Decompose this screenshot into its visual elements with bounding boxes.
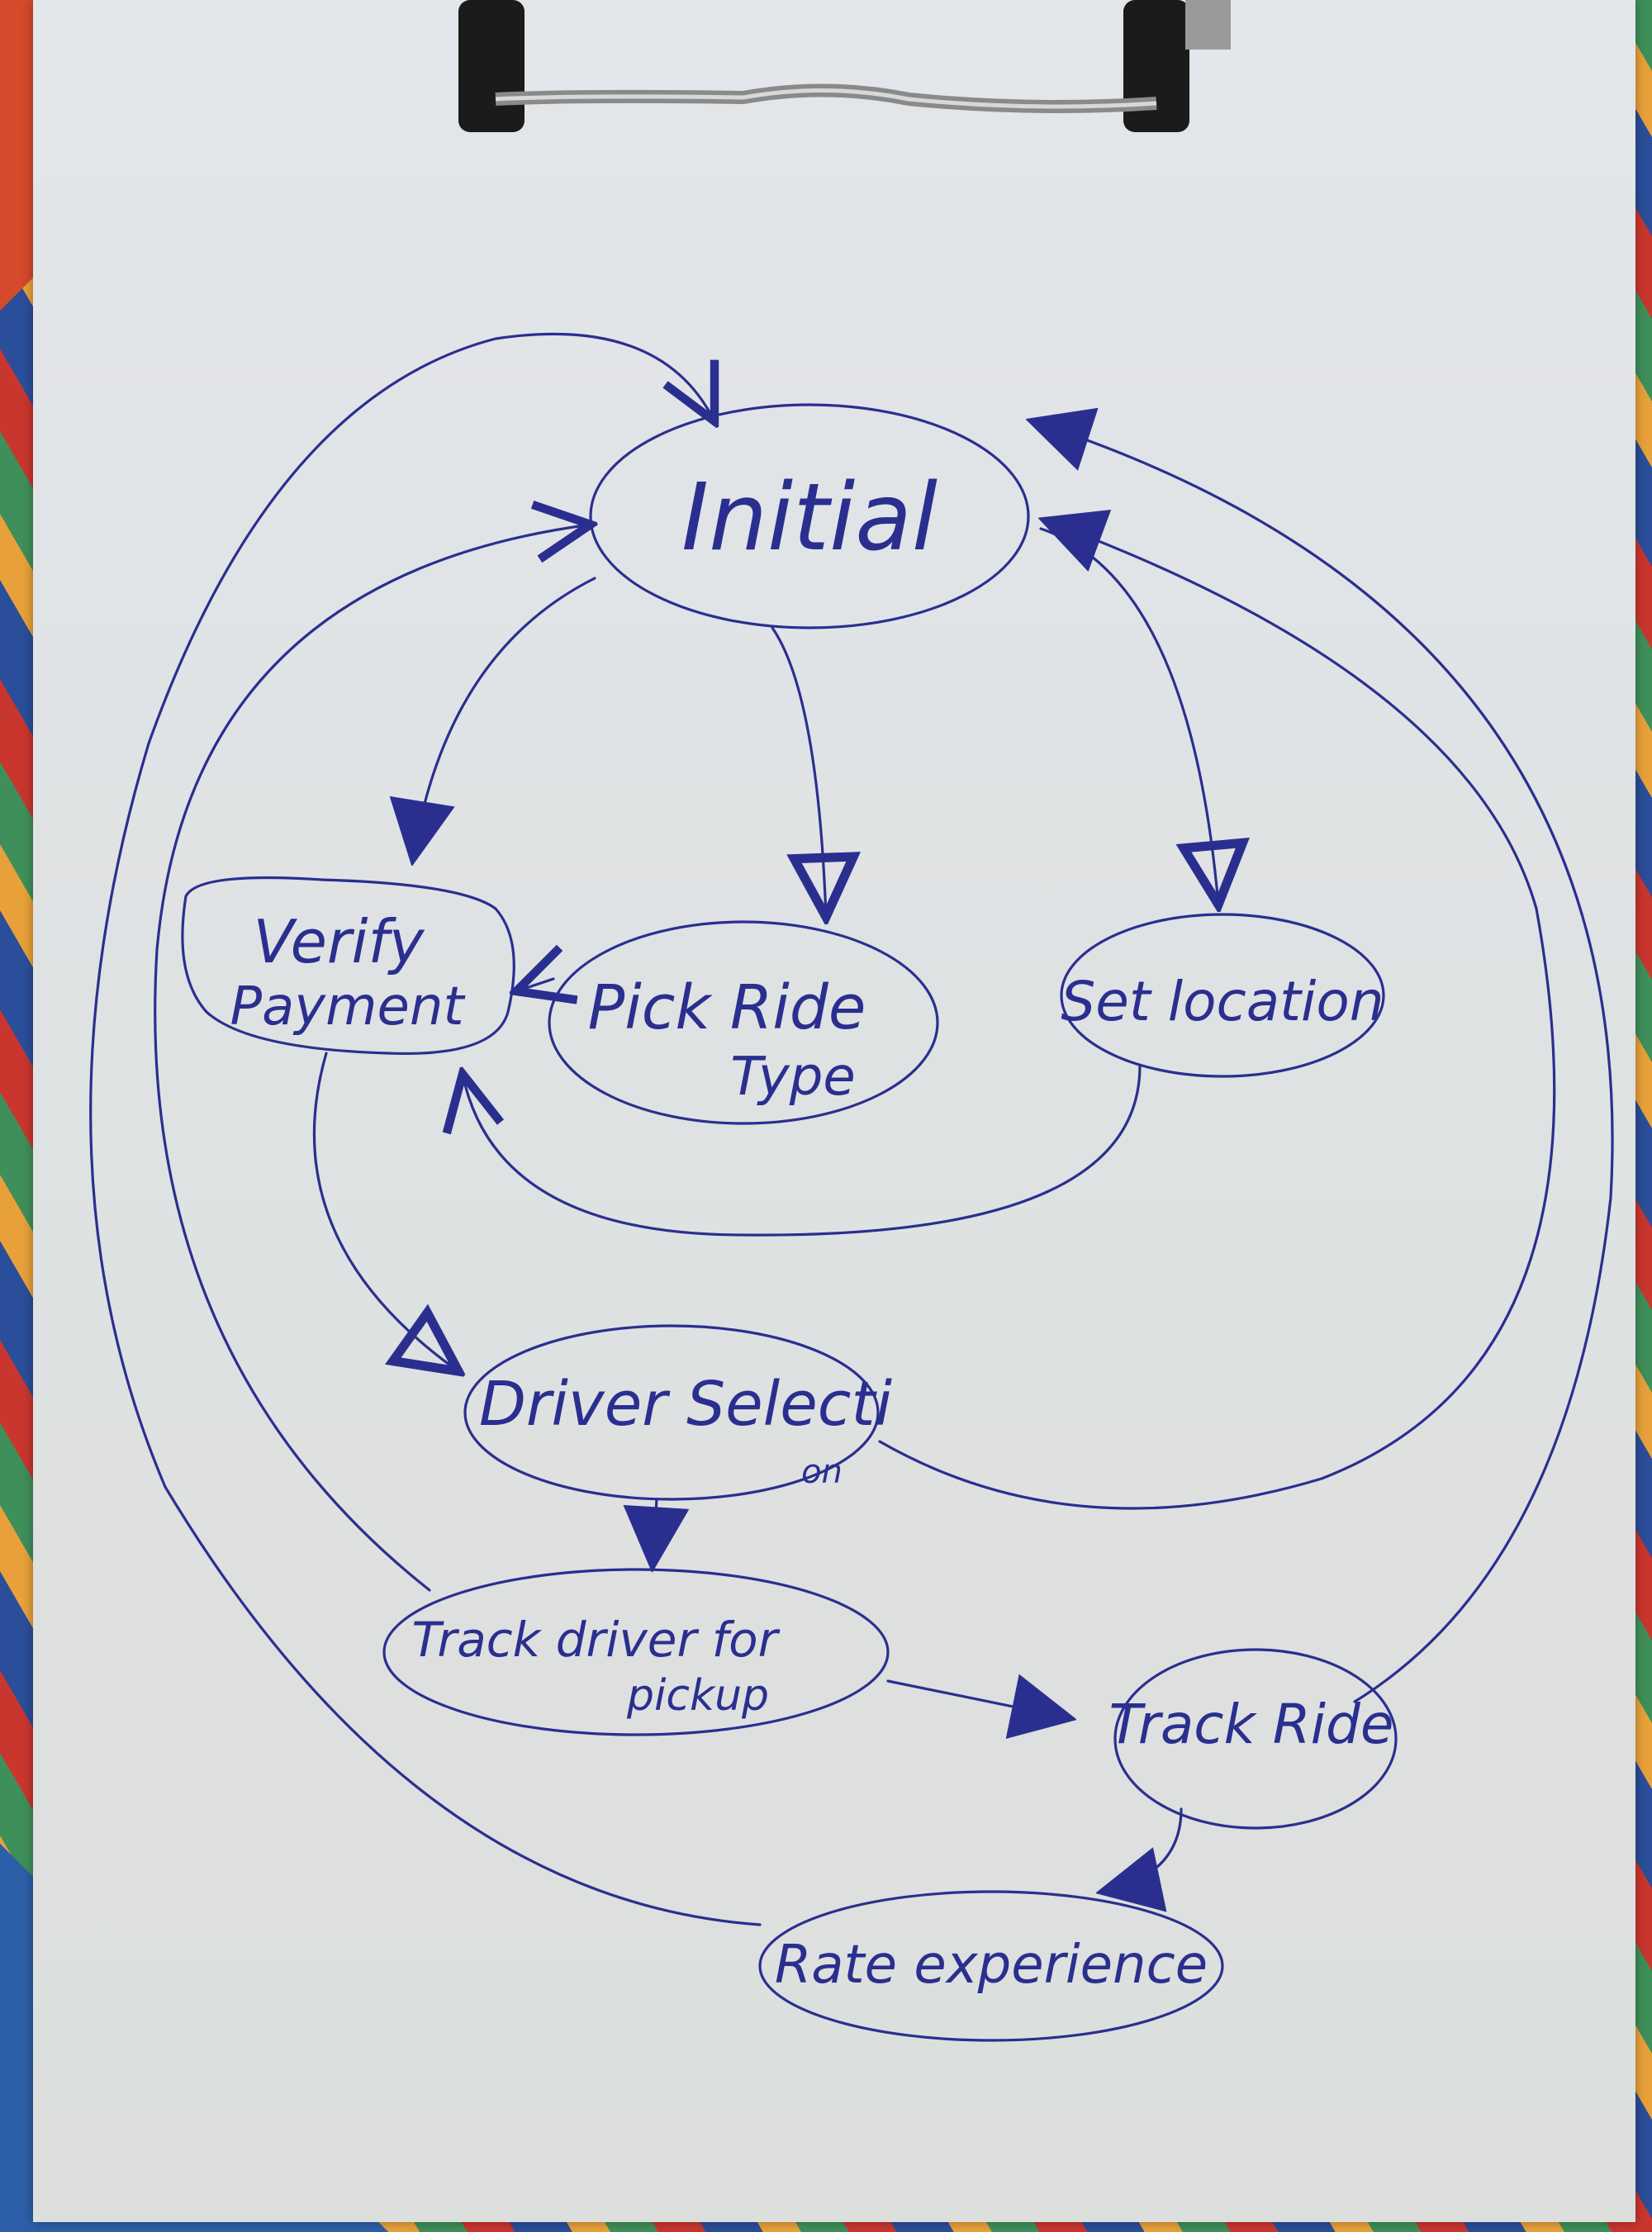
edge-trackride-to-rate (1103, 1807, 1183, 1892)
label-trackdriver-line2: pickup (626, 1671, 769, 1721)
label-trackdriver-line1: Track driver for (411, 1612, 780, 1668)
node-labels: Initial Verify Payment Pick Ride Type Se… (230, 464, 1393, 1996)
node-verify-payment[interactable] (181, 876, 515, 1056)
node-driver-selection[interactable] (463, 1324, 880, 1501)
label-trackride: Track Ride (1109, 1693, 1394, 1756)
label-pickride-line2: Type (730, 1047, 855, 1108)
label-rate: Rate experience (775, 1935, 1208, 1996)
label-driver-line1: Driver Selecti (479, 1369, 893, 1440)
label-setlocation: Set location (1061, 970, 1384, 1033)
node-rate-experience[interactable] (758, 1890, 1224, 2042)
edge-initial-to-pickride (771, 626, 826, 917)
node-track-ride[interactable] (1113, 1648, 1398, 1830)
edge-initial-to-setlocation (1039, 527, 1218, 905)
label-verify-line2: Payment (230, 976, 466, 1038)
edge-initial-to-verify (413, 577, 596, 859)
edge-trackride-to-initial (1032, 421, 1614, 1703)
label-driver-line2: on (801, 1453, 843, 1491)
label-verify-line1: Verify (254, 907, 425, 976)
label-initial: Initial (681, 464, 938, 572)
edge-trackdriver-to-trackride (886, 1681, 1070, 1718)
node-pick-ride-type[interactable] (548, 920, 939, 1125)
edge-verify-to-driver (312, 1052, 458, 1371)
edge-driver-to-initial (878, 520, 1556, 1510)
clipboard-clip (458, 0, 1231, 132)
label-pickride-line1: Pick Ride (588, 972, 866, 1043)
edge-driver-to-trackdriver (653, 1498, 657, 1565)
edge-pickride-to-verify (516, 979, 553, 991)
edge-trackdriver-to-initial (154, 525, 591, 1592)
edge-setlocation-to-verify (463, 1064, 1142, 1237)
edge-rate-to-initial (89, 332, 762, 1926)
